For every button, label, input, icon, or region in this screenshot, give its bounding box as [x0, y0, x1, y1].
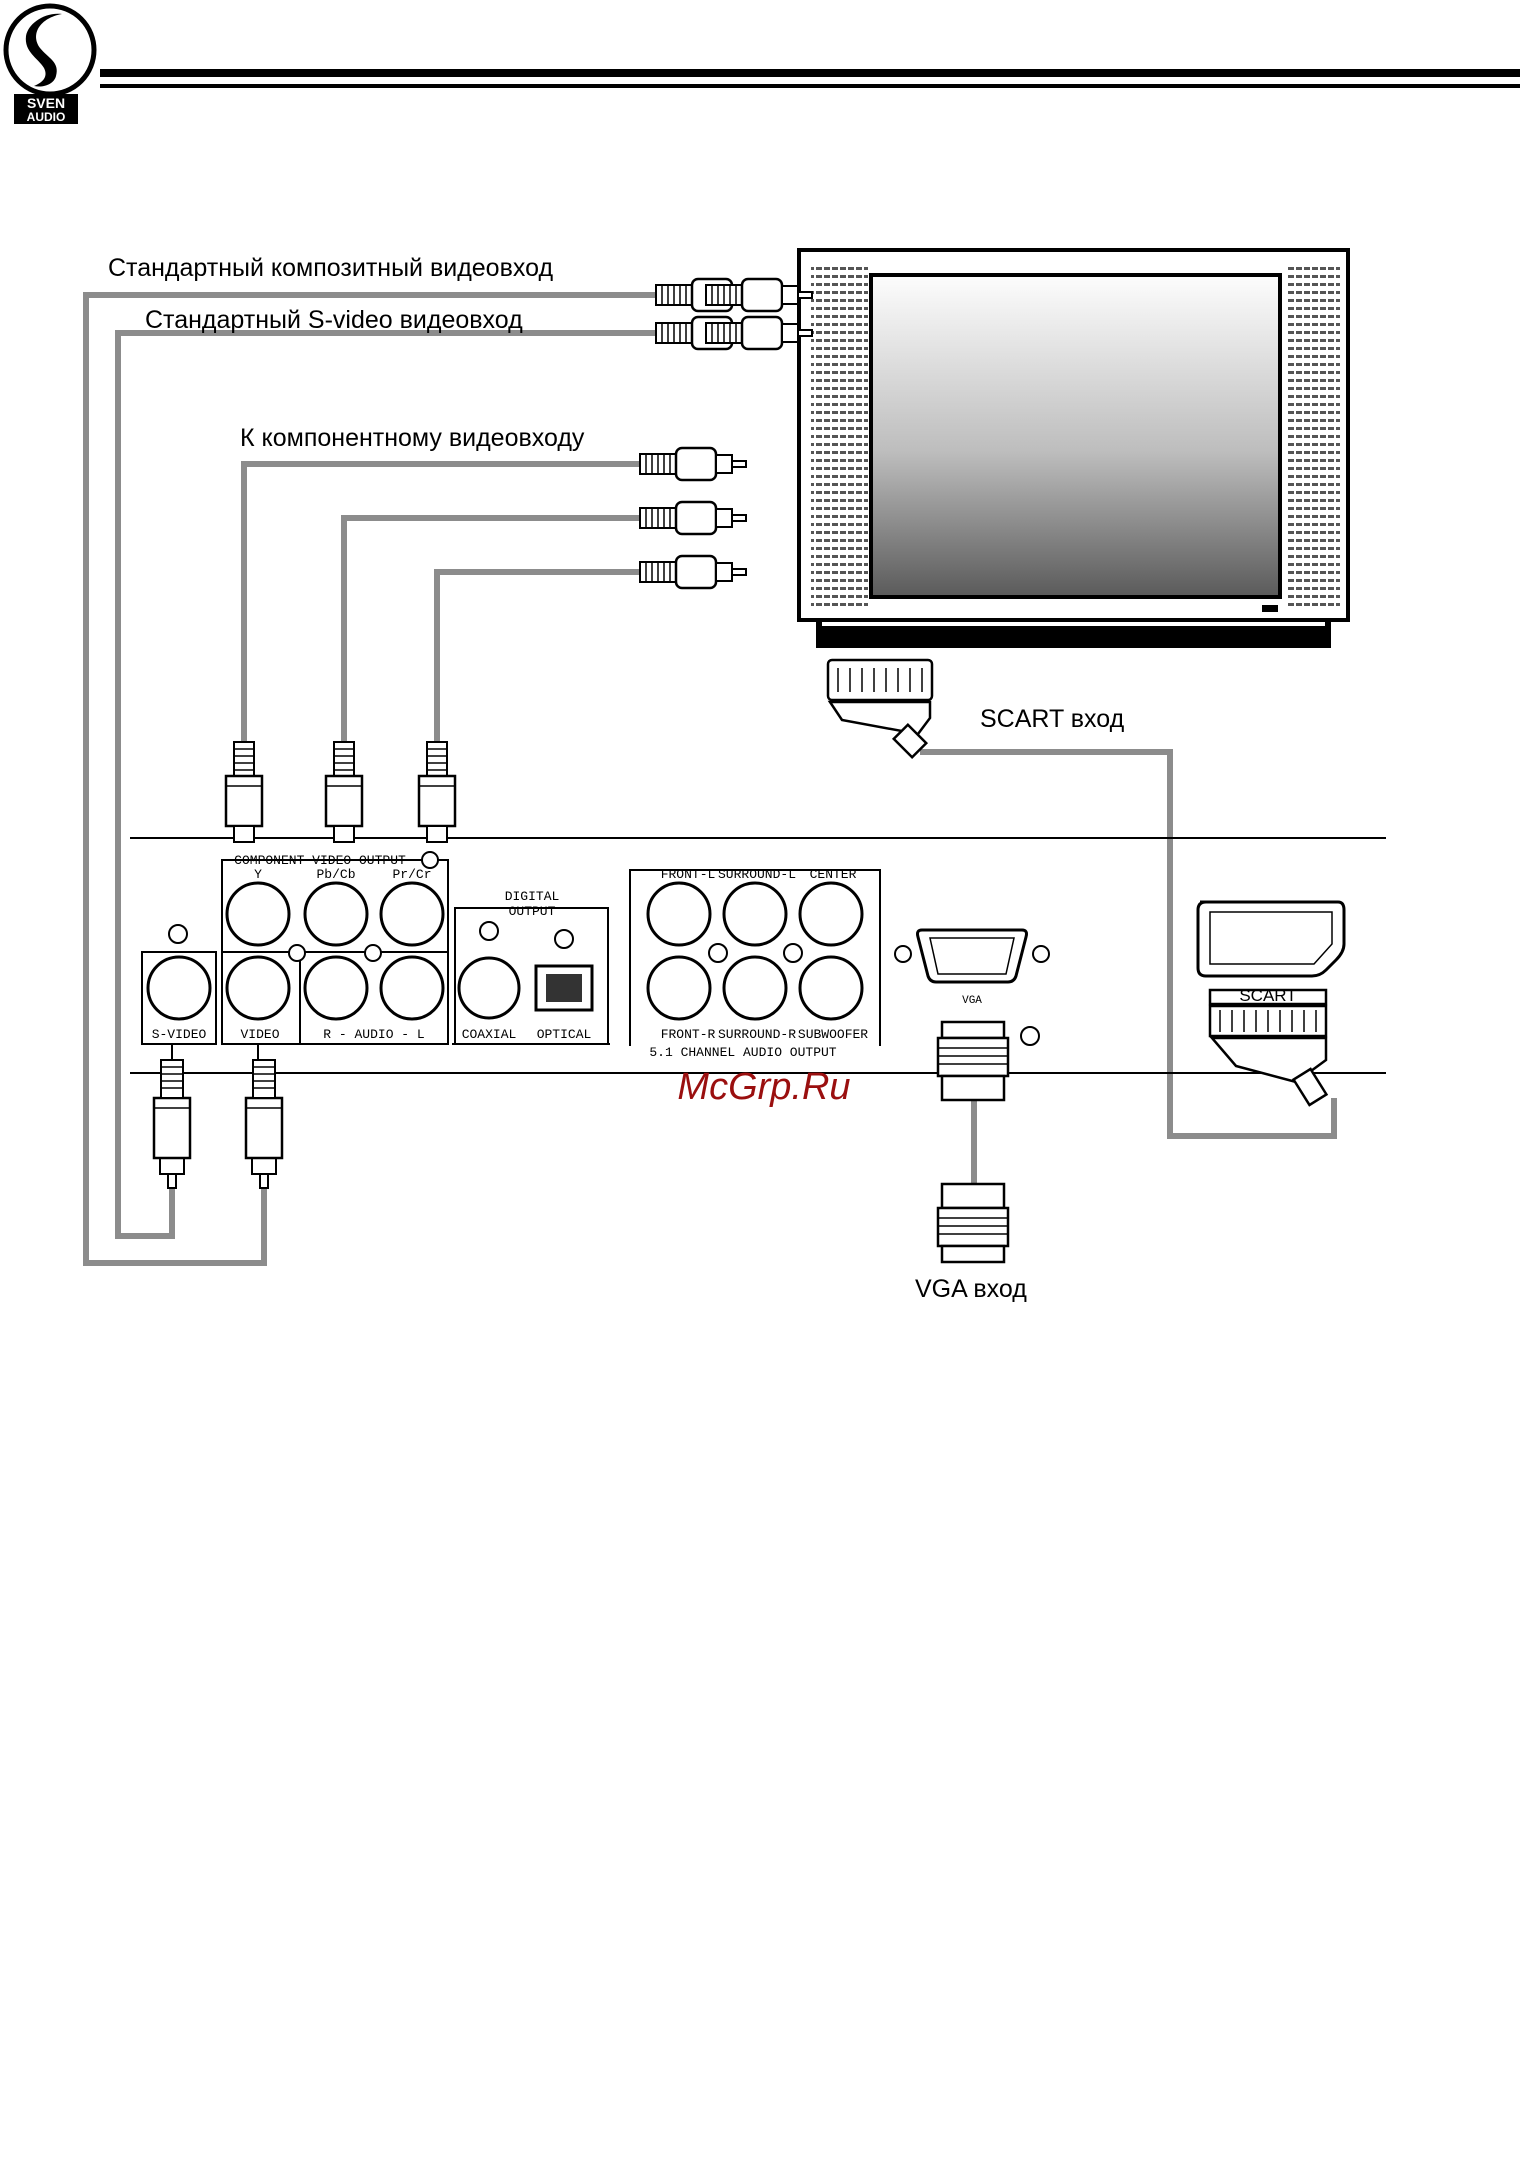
- label-center: CENTER: [810, 867, 857, 882]
- label-component-input: К компонентному видеовходу: [240, 424, 585, 452]
- jack-audio-l[interactable]: [379, 955, 445, 1021]
- jack-vga[interactable]: [916, 928, 1028, 984]
- watermark: McGrp.Ru: [677, 1066, 850, 1108]
- label-video: VIDEO: [240, 1027, 279, 1042]
- jack-front-r[interactable]: [646, 955, 712, 1021]
- label-y: Y: [254, 867, 262, 882]
- svideo-cable: [115, 330, 656, 1239]
- jack-video[interactable]: [225, 955, 291, 1021]
- label-composite-input: Стандартный композитный видеовход: [108, 254, 553, 282]
- jack-svideo[interactable]: [146, 955, 212, 1021]
- sven-audio-logo: SVEN AUDIO: [3, 3, 97, 124]
- label-scart: SCART: [1239, 986, 1296, 1005]
- label-svideo-input: Стандартный S-video видеовход: [145, 306, 523, 334]
- jack-front-l[interactable]: [646, 881, 712, 947]
- label-svideo: S-VIDEO: [152, 1027, 207, 1042]
- label-vga-input: VGA вход: [915, 1275, 1027, 1303]
- label-pr: Pr/Cr: [392, 867, 431, 882]
- logo-text-audio: AUDIO: [27, 110, 66, 124]
- jack-subwoofer[interactable]: [798, 955, 864, 1021]
- scart-plug-tv: [826, 658, 934, 760]
- component-title: COMPONENT VIDEO OUTPUT: [234, 853, 406, 868]
- label-pb: Pb/Cb: [316, 867, 355, 882]
- component-cable-pb: [341, 515, 640, 742]
- scart-cable: [920, 749, 1337, 1139]
- label-front-r: FRONT-R: [661, 1027, 716, 1042]
- label-surround-l: SURROUND-L: [718, 867, 796, 882]
- tv-stand: [816, 622, 1331, 648]
- tv-input-plugs: [638, 277, 814, 590]
- jack-coaxial[interactable]: [457, 956, 521, 1020]
- label-coaxial: COAXIAL: [462, 1027, 517, 1042]
- label-optical: OPTICAL: [537, 1027, 592, 1042]
- tv-screen: [869, 273, 1282, 599]
- vga-plug-panel: [936, 1020, 1010, 1102]
- jack-surround-r[interactable]: [722, 955, 788, 1021]
- label-audio: R - AUDIO - L: [323, 1027, 424, 1042]
- jack-audio-r[interactable]: [303, 955, 369, 1021]
- composite-cable: [83, 292, 656, 1266]
- label-digital-2: OUTPUT: [509, 904, 556, 919]
- jack-surround-l[interactable]: [722, 881, 788, 947]
- jack-pr[interactable]: [379, 881, 445, 947]
- label-scart-input: SCART вход: [980, 705, 1125, 733]
- header-rule: [100, 69, 1520, 88]
- label-vga: VGA: [962, 995, 982, 1007]
- jack-center[interactable]: [798, 881, 864, 947]
- label-subwoofer: SUBWOOFER: [798, 1027, 868, 1042]
- component-cable-pr: [434, 569, 640, 742]
- bottom-plugs: [152, 1044, 284, 1190]
- cables: [83, 292, 1337, 1266]
- jack-scart[interactable]: [1196, 900, 1346, 978]
- label-channel: 5.1 CHANNEL AUDIO OUTPUT: [649, 1045, 836, 1060]
- scart-plug-panel: SCART: [1208, 986, 1329, 1107]
- label-front-l: FRONT-L: [661, 867, 716, 882]
- television: [797, 248, 1350, 648]
- component-cable-y: [241, 461, 640, 742]
- jack-pb[interactable]: [303, 881, 369, 947]
- label-digital-1: DIGITAL: [505, 889, 560, 904]
- label-surround-r: SURROUND-R: [718, 1027, 796, 1042]
- dvd-rear-panel: COMPONENT VIDEO OUTPUT Y Pb/Cb Pr/Cr S-V…: [130, 740, 1386, 1074]
- logo-text-sven: SVEN: [27, 95, 65, 111]
- jack-y[interactable]: [225, 881, 291, 947]
- vga-plug-input: [936, 1182, 1010, 1264]
